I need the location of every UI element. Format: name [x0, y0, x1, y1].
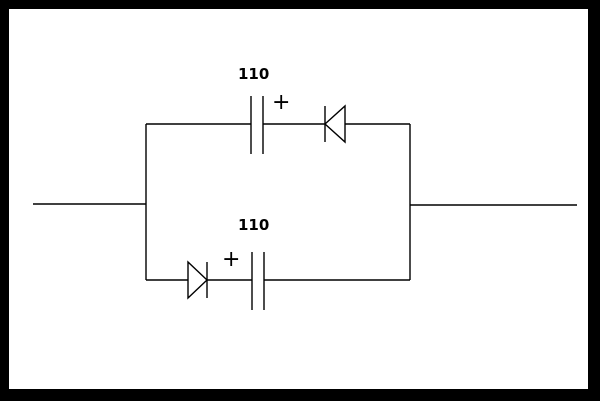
bottom-branch: 110 + — [146, 216, 410, 310]
bottom-capacitor — [251, 252, 265, 310]
top-diode — [323, 104, 346, 144]
bottom-diode — [187, 260, 209, 300]
top-capacitor — [250, 96, 264, 154]
bottom-capacitor-value: 110 — [238, 216, 269, 234]
top-branch: 110 + — [146, 65, 410, 154]
schematic-canvas — [9, 9, 588, 389]
top-diode-triangle — [323, 104, 346, 144]
top-capacitor-value: 110 — [238, 65, 269, 83]
bottom-diode-triangle — [187, 260, 209, 300]
top-capacitor-polarity: + — [272, 90, 290, 115]
bottom-capacitor-polarity: + — [222, 247, 240, 272]
